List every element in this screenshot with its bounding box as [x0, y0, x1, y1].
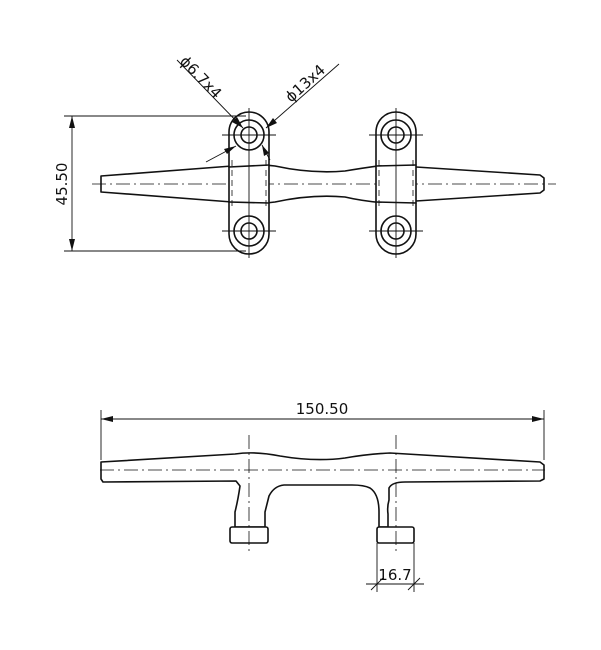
cleat-bar-outline [100, 163, 545, 205]
large-hole-callout-label: ϕ13x4 [282, 61, 329, 106]
side-view: 150.50 16.7 [100, 400, 545, 592]
cleat-side-outline [100, 452, 545, 528]
foot-width-dimension: 16.7 [366, 543, 424, 592]
small-hole-callout-label: ϕ6.7x4 [176, 52, 225, 102]
length-dimension-label: 150.50 [296, 400, 349, 418]
foot-width-dimension-label: 16.7 [378, 566, 411, 584]
top-view: 45.50 ϕ6.7x4 ϕ13x4 [53, 52, 556, 258]
length-dimension: 150.50 [100, 400, 545, 460]
height-dimension: 45.50 [53, 115, 246, 252]
right-foot [376, 526, 415, 544]
hole-centerlines [222, 108, 423, 258]
height-dimension-label: 45.50 [53, 163, 71, 206]
